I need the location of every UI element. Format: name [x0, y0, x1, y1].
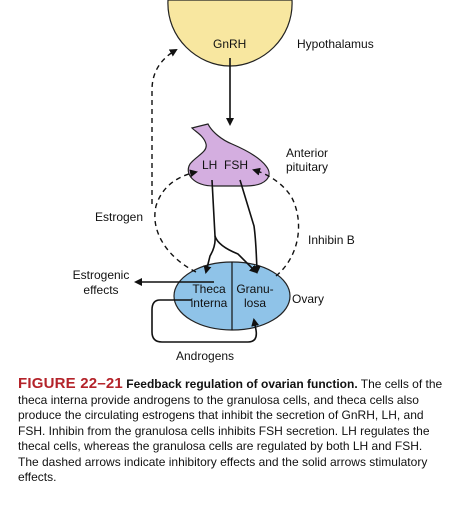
inhibin-dashed-arrow	[252, 167, 300, 277]
anterior-label: Anterior	[286, 146, 329, 160]
ovary-label: Ovary	[292, 292, 325, 306]
lh-to-granulosa-arrow	[214, 235, 258, 274]
estrogenic-label: Estrogenic	[72, 268, 130, 282]
hypothalamus-label: Hypothalamus	[297, 37, 374, 51]
figure-number: FIGURE 22–21	[18, 375, 123, 392]
androgens-arrow	[151, 299, 260, 343]
lh-label: LH	[202, 158, 218, 172]
losa-label: losa	[243, 296, 266, 310]
figure-caption: FIGURE 22–21 Feedback regulation of ovar…	[18, 376, 446, 486]
gnrh-label: GnRH	[213, 37, 247, 51]
inhibin-b-label: Inhibin B	[308, 233, 355, 247]
anterior-pituitary-shape	[187, 123, 270, 187]
estrogen-label: Estrogen	[95, 210, 144, 224]
effects-label: effects	[83, 283, 119, 297]
fsh-to-granulosa-arrow	[239, 179, 261, 274]
pituitary-label: pituitary	[286, 160, 329, 174]
estrogen-to-pituitary-dashed-arrow	[154, 169, 198, 273]
granu-label: Granu-	[236, 282, 274, 296]
fsh-label: FSH	[224, 158, 248, 172]
figure-body-text: The cells of the theca interna provide a…	[18, 377, 443, 484]
figure-title: Feedback regulation of ovarian function.	[126, 377, 358, 391]
hypothalamus-shape	[167, 0, 293, 67]
lh-to-theca-arrow	[203, 179, 216, 274]
androgens-label: Androgens	[176, 349, 235, 363]
estrogen-to-hypothalamus-dashed-arrow	[151, 48, 178, 204]
interna-label: interna	[190, 296, 228, 310]
theca-label: Theca	[192, 282, 226, 296]
